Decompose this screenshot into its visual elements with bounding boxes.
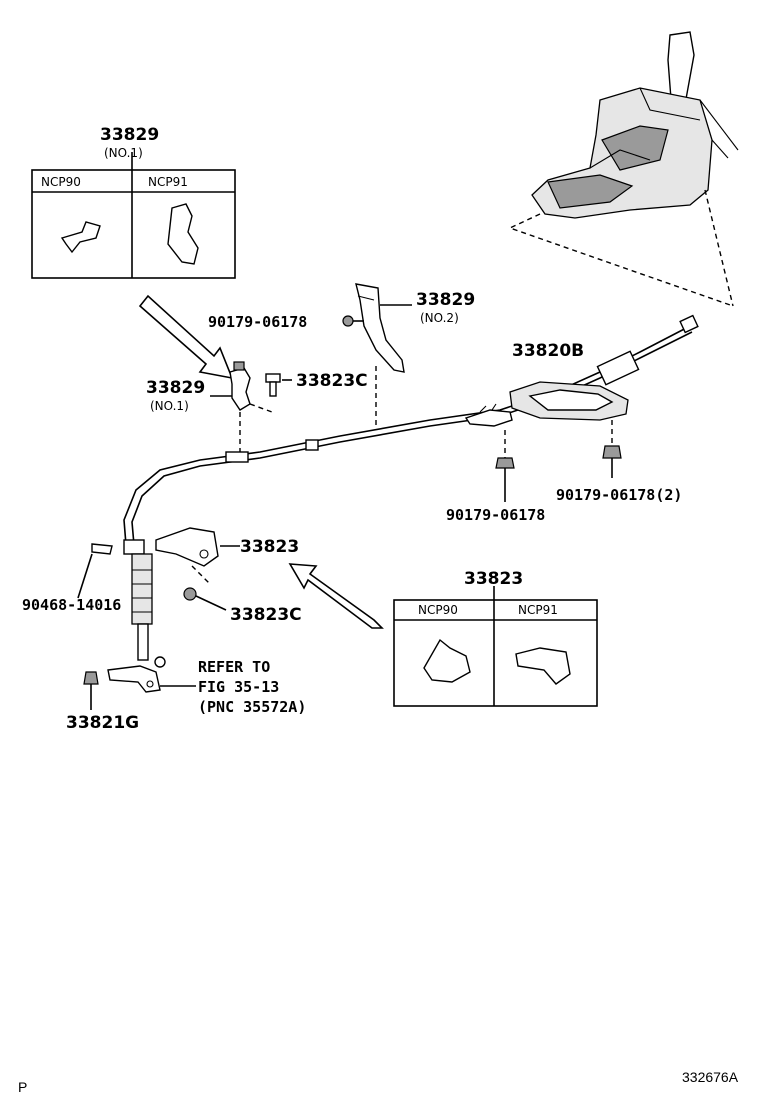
callout-33821g: 33821G [66,713,139,733]
callout-33829-no1-mid: 33829 [146,378,205,398]
callout-33823-table: 33823 [464,569,523,589]
table1-col-ncp90: NCP90 [41,175,81,189]
pointer-arrow-table2 [288,563,384,629]
callout-refer-2: FIG 35-13 [198,678,279,696]
bolt-33823c-upper [265,373,281,397]
bracket-33829-no2 [355,283,405,373]
variant-table-33829: NCP90 NCP91 [31,152,236,279]
callout-nut-plate-center: 90179-06178 [446,506,545,524]
callout-refer-1: REFER TO [198,658,270,676]
bracket-ncp91-icon [167,203,199,265]
callout-33829-no1-mid-sub: (NO.1) [150,399,189,413]
nut-plate-right-icon [602,445,622,459]
callout-clip: 90468-14016 [22,596,121,614]
bracket-33823-ncp90-icon [423,638,471,683]
nut-upper-icon [342,315,354,327]
footer-left: P [18,1079,27,1095]
bracket-33823-ncp91-icon [515,647,571,685]
callout-33820b: 33820B [512,341,584,361]
callout-33829-no1-top-sub: (NO.1) [104,146,143,160]
shift-lever-assembly [531,31,739,219]
variant-table-33823: NCP90 NCP91 [393,586,598,707]
shift-cable [123,314,699,668]
nut-plate-center-icon [495,457,515,469]
callout-33829-no1-top: 33829 [100,125,159,145]
callout-nut-upper: 90179-06178 [208,313,307,331]
callout-33823c-lower: 33823C [230,605,302,625]
pointer-arrow-table1 [138,294,234,380]
callout-33829-no2-sub: (NO.2) [420,311,459,325]
table2-col-ncp90: NCP90 [418,603,458,617]
callout-33823c-upper: 33823C [296,371,368,391]
clip-90468-14016 [91,543,113,555]
table2-col-ncp91: NCP91 [518,603,558,617]
bolt-33823c-lower [183,587,197,601]
callout-33829-no2: 33829 [416,290,475,310]
nut-33821g-icon [83,671,99,685]
lower-linkage [107,665,161,693]
callout-nut-plate-right: 90179-06178(2) [556,486,682,504]
footer-code: 332676A [682,1069,739,1085]
bracket-ncp90-icon [60,221,101,254]
callout-33823: 33823 [240,537,299,557]
shift-plate-33820b [464,381,629,427]
bracket-33823-lower [155,527,219,567]
bracket-33829-no1-mid [229,361,251,411]
callout-refer-3: (PNC 35572A) [198,698,306,716]
table1-col-ncp91: NCP91 [148,175,188,189]
leader-lever-to-cable [508,189,734,307]
